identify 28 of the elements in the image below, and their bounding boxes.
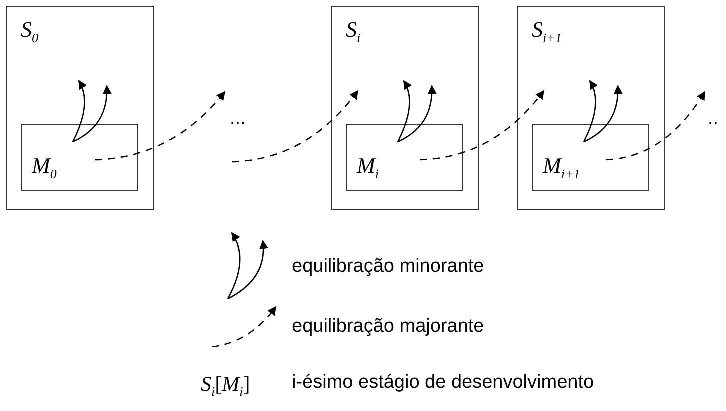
curved-arrow [398, 85, 437, 143]
ellipsis: .. [708, 108, 719, 130]
stage-box [331, 6, 479, 210]
curved-arrow [583, 80, 598, 142]
structure-box [21, 124, 138, 191]
structure-label: M$_{i}$ [357, 153, 379, 182]
curved-arrow [584, 85, 623, 143]
stage-box [517, 6, 665, 210]
dashed-arrow [420, 90, 545, 161]
legend-text: equilibração majorante [292, 316, 484, 338]
stage-label: S$_{0}$ [21, 17, 38, 46]
curved-arrow [397, 80, 412, 142]
notation-text: i-ésimo estágio de desenvolvimento [292, 372, 594, 394]
legend-text: equilibração minorante [292, 256, 484, 278]
structure-label: M$_{i+1}$ [543, 153, 580, 182]
structure-label: M$_{0}$ [32, 153, 57, 182]
ellipsis: ... [230, 108, 246, 130]
curved-arrow [72, 80, 87, 142]
structure-box [346, 124, 463, 191]
curved-arrow [72, 85, 112, 143]
notation-label: S$_{i}$[M$_{i}$] [201, 372, 250, 400]
dashed-arrow [606, 91, 706, 161]
structure-box [532, 124, 649, 191]
dashed-arrow [94, 91, 226, 161]
dashed-arrow [232, 90, 359, 163]
stage-label: S$_{i}$ [346, 17, 361, 46]
stage-box [6, 6, 154, 210]
stage-label: S$_{i+1}$ [532, 17, 562, 46]
